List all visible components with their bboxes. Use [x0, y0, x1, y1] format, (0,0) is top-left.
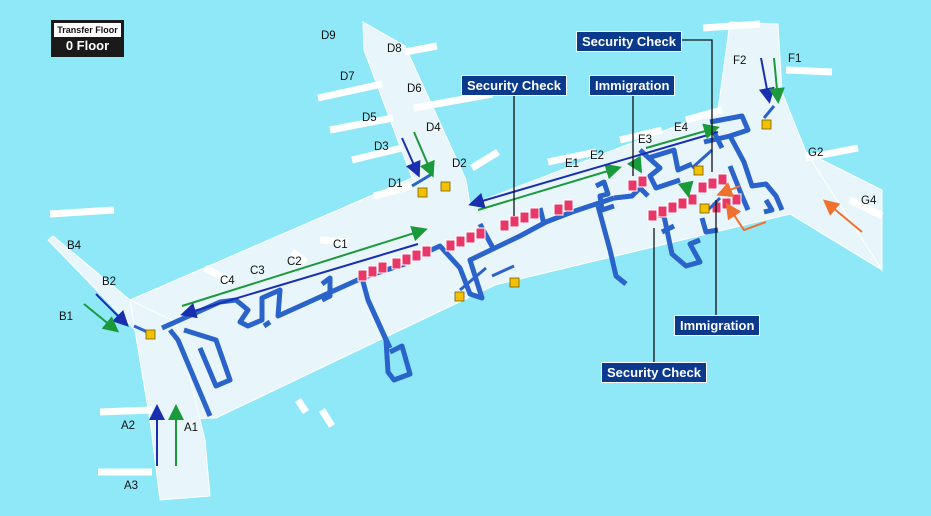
immigration-label: Immigration — [589, 75, 676, 96]
gate-label: A1 — [184, 422, 199, 434]
gate-label: B4 — [67, 240, 82, 252]
gate-label: G4 — [861, 195, 877, 207]
gate-fingers — [49, 20, 884, 476]
gate-label: D6 — [407, 83, 422, 95]
gate-label: D1 — [388, 178, 403, 190]
gate-label: E2 — [590, 150, 605, 162]
security-check-label: Security Check — [576, 31, 682, 52]
gate-label: D7 — [340, 71, 355, 83]
callout-leaders — [513, 39, 717, 362]
security-check-label: Security Check — [461, 75, 567, 96]
gate-label: A2 — [121, 420, 136, 432]
gate-label: D8 — [387, 43, 402, 55]
gate-label: B1 — [59, 311, 74, 323]
gate-label: B2 — [102, 276, 117, 288]
gate-label: D9 — [321, 30, 336, 42]
gate-label: D4 — [426, 122, 441, 134]
gate-label: E4 — [674, 122, 689, 134]
gate-label: F2 — [733, 55, 747, 67]
floor-badge-title: Transfer Floor — [54, 23, 121, 37]
gate-label: D5 — [362, 112, 377, 124]
gate-label: E1 — [565, 158, 580, 170]
gate-label: A3 — [124, 480, 139, 492]
security-check-label: Security Check — [601, 362, 707, 383]
gate-label: C2 — [287, 256, 302, 268]
gate-label: F1 — [788, 53, 802, 65]
floor-badge: Transfer Floor 0 Floor — [51, 20, 124, 57]
gate-label: E3 — [638, 134, 653, 146]
gate-label: D3 — [374, 141, 389, 153]
gate-label: C3 — [250, 265, 265, 277]
gate-label: D2 — [452, 158, 467, 170]
immigration-label: Immigration — [674, 315, 761, 336]
gate-label: C4 — [220, 275, 235, 287]
gate-label: G2 — [808, 147, 824, 159]
gate-label: C1 — [333, 239, 348, 251]
floor-badge-floor: 0 Floor — [65, 38, 110, 53]
flow-arrows — [83, 57, 863, 466]
